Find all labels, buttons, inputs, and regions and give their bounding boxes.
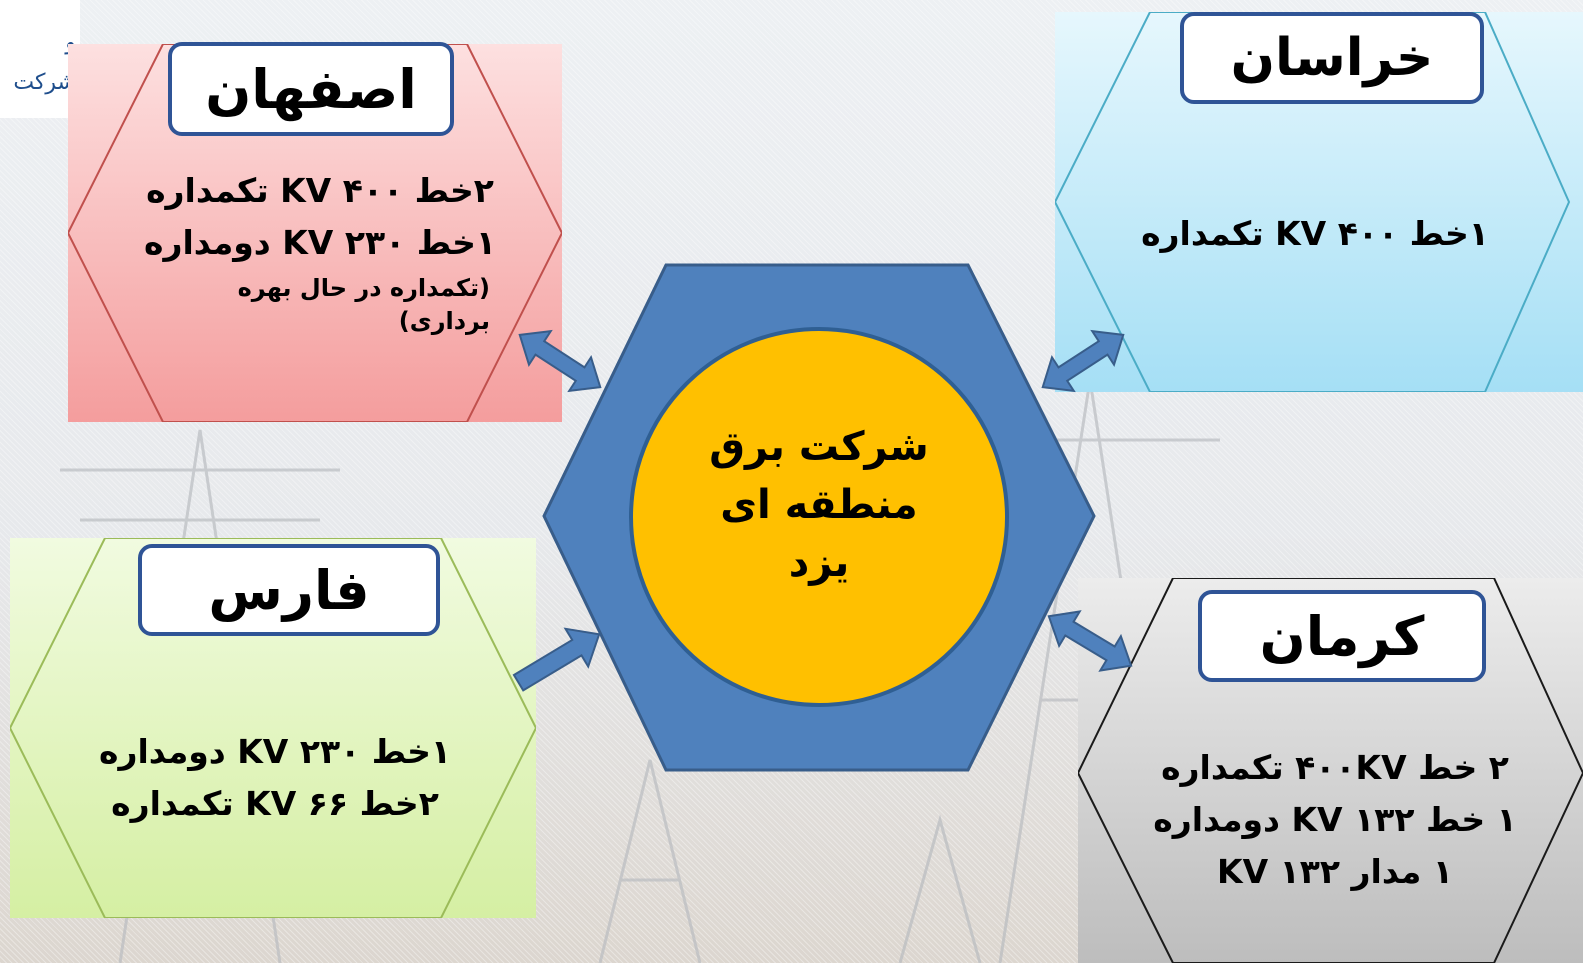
isfahan-line-2: ۱خط ۲۳۰ KV دومداره (143, 223, 497, 262)
isfahan-note-1: (تکمداره در حال بهره (237, 274, 490, 302)
fars-title: فارس (138, 544, 440, 636)
isfahan-note: (تکمداره در حال بهره برداری) (230, 272, 490, 338)
isfahan-connections: ۲خط ۴۰۰ KV تکمداره ۱خط ۲۳۰ KV دومداره (120, 165, 520, 269)
center-line-3: یزد (788, 540, 850, 586)
center-line-2: منطقه ای (720, 482, 918, 528)
khorasan-line-1: ۱خط ۴۰۰ KV تکمداره (1141, 214, 1489, 253)
kerman-line-1: ۲ خط ۴۰۰KV تکمداره (1161, 748, 1509, 787)
center-label: شرکت برق منطقه ای یزد (660, 418, 978, 592)
fars-line-1: ۱خط ۲۳۰ KV دومداره (98, 732, 452, 771)
logo-text-top: و (65, 30, 76, 55)
fars-title-text: فارس (208, 558, 370, 622)
isfahan-note-2: برداری) (398, 307, 490, 335)
kerman-title: کرمان (1198, 590, 1486, 682)
isfahan-title: اصفهان (168, 42, 454, 136)
isfahan-line-1: ۲خط ۴۰۰ KV تکمداره (146, 171, 494, 210)
company-logo: و شرکت (0, 0, 80, 118)
logo-text-bottom: شرکت (13, 70, 76, 95)
kerman-title-text: کرمان (1259, 604, 1425, 668)
khorasan-title-text: خراسان (1230, 28, 1434, 88)
kerman-line-3: ۱ مدار KV ۱۳۲ (1217, 852, 1453, 891)
kerman-line-2: ۱ خط ۱۳۲ KV دومداره (1153, 800, 1517, 839)
fars-connections: ۱خط ۲۳۰ KV دومداره ۲خط ۶۶ KV تکمداره (70, 726, 480, 830)
khorasan-connections: ۱خط ۴۰۰ KV تکمداره (1110, 208, 1520, 260)
isfahan-title-text: اصفهان (205, 57, 417, 121)
khorasan-title: خراسان (1180, 12, 1484, 104)
fars-line-2: ۲خط ۶۶ KV تکمداره (111, 784, 439, 823)
center-line-1: شرکت برق (709, 424, 929, 470)
kerman-connections: ۲ خط ۴۰۰KV تکمداره ۱ خط ۱۳۲ KV دومداره ۱… (1130, 742, 1540, 898)
